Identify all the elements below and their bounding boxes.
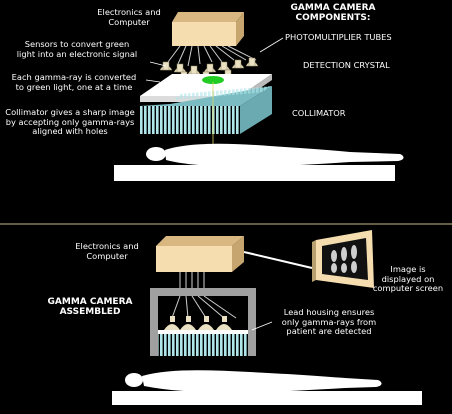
lead-housing: [150, 288, 256, 356]
table-top: [114, 165, 395, 181]
label-photomultiplier: PHOTOMULTIPLIER TUBES: [285, 32, 392, 42]
label-collimator: COLLIMATOR: [292, 108, 346, 118]
pointer-line-housing: [251, 321, 273, 331]
monitor-image: [331, 245, 357, 273]
monitor: [312, 230, 374, 288]
label-detection-crystal: DETECTION CRYSTAL: [303, 60, 390, 70]
patient-bottom: [125, 370, 382, 393]
detection-crystal-bottom: [158, 330, 248, 334]
assembled-camera: [150, 230, 374, 356]
patient-top: [146, 143, 404, 167]
green-light-flash: [202, 76, 224, 84]
electronics-box-bottom: [156, 236, 244, 272]
pointer-lines-top: [145, 37, 284, 83]
table-bottom: [112, 391, 422, 405]
electronics-box-top: [172, 12, 244, 46]
wires-bottom: [179, 272, 205, 290]
internal-wires: [171, 295, 237, 319]
monitor-cable: [243, 251, 313, 269]
wires-top: [167, 45, 257, 67]
exploded-camera: [140, 12, 284, 170]
collimator-top: [140, 86, 272, 134]
photomultiplier-tubes-bottom: [164, 316, 232, 330]
collimator-bottom: [158, 334, 248, 356]
